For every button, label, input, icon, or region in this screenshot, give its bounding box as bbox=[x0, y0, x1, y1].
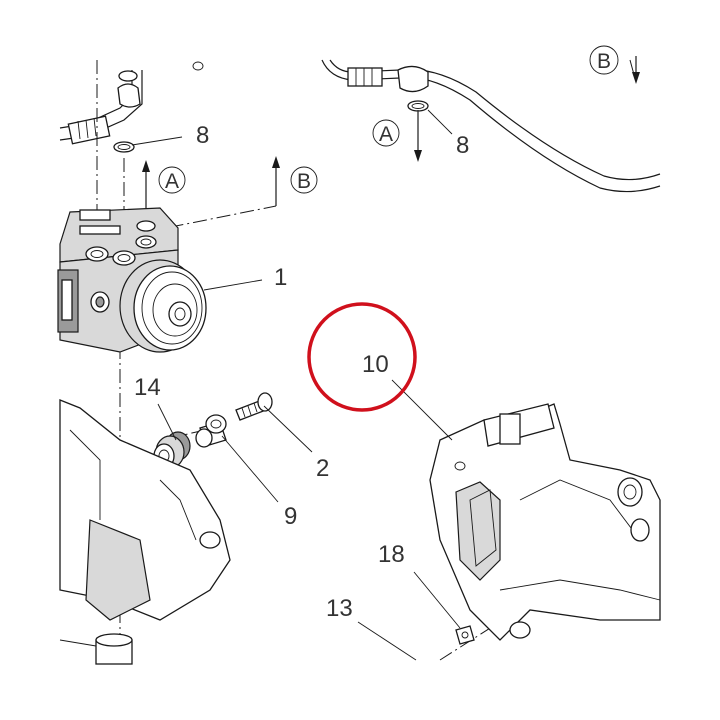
ref-marker-a-right: A bbox=[372, 119, 400, 147]
mounting-bracket-left bbox=[59, 399, 231, 665]
support-bracket-10 bbox=[429, 403, 661, 641]
ref-marker-b-right: B bbox=[589, 45, 619, 75]
bolt-2 bbox=[235, 392, 273, 421]
callout-2: 2 bbox=[316, 455, 329, 482]
callout-10: 10 bbox=[362, 351, 389, 378]
abs-pump-motor bbox=[119, 259, 207, 353]
ref-marker-b-left: B bbox=[290, 166, 318, 194]
svg-text:B: B bbox=[297, 170, 311, 193]
callout-8-left: 8 bbox=[196, 122, 209, 149]
highlight-circle bbox=[307, 302, 417, 412]
ref-marker-a-left: A bbox=[158, 166, 186, 194]
callout-1: 1 bbox=[274, 264, 287, 291]
callout-9: 9 bbox=[284, 503, 297, 530]
leader-lines bbox=[131, 109, 461, 661]
o-ring-8-left bbox=[113, 141, 135, 153]
callout-13: 13 bbox=[326, 595, 353, 622]
spacer-sleeve-9 bbox=[195, 414, 227, 448]
callout-8-right: 8 bbox=[456, 132, 469, 159]
svg-text:A: A bbox=[165, 170, 179, 193]
callout-14: 14 bbox=[134, 374, 161, 401]
o-ring-8-right bbox=[407, 100, 429, 112]
nut-18 bbox=[455, 625, 475, 645]
callout-18: 18 bbox=[378, 541, 405, 568]
direction-arrows bbox=[142, 56, 640, 232]
svg-text:A: A bbox=[379, 123, 393, 146]
brake-line-left bbox=[59, 61, 204, 145]
svg-text:B: B bbox=[597, 50, 611, 73]
brake-line-right bbox=[321, 59, 661, 193]
